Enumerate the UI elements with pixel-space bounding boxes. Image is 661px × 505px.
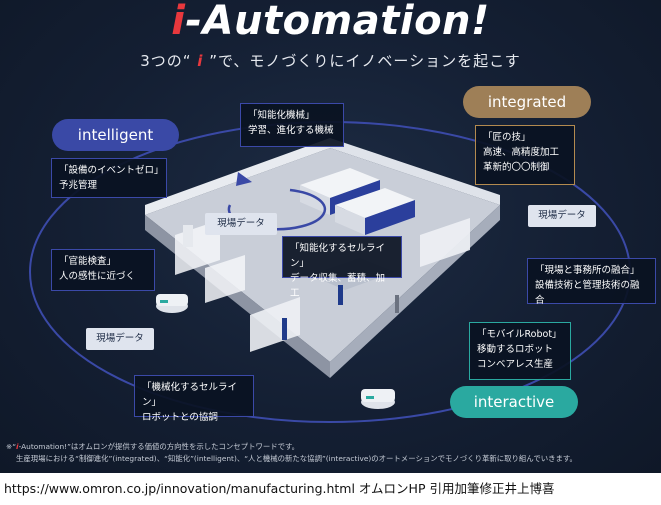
title-text: -Automation bbox=[185, 0, 472, 44]
processing-machines bbox=[300, 168, 415, 235]
footnote-text: -Automation!”はオムロンが提供する価値の方向性を示したコンセプトワー… bbox=[18, 442, 300, 451]
box-heading: 「知能化するセルライン」 bbox=[290, 243, 386, 269]
box-text: 高速、高精度加工 bbox=[483, 147, 560, 158]
box-text: データ収集、蓄積、加工 bbox=[290, 273, 386, 299]
footnote-prefix: ※“ bbox=[6, 442, 17, 451]
intelligent-label: intelligent bbox=[77, 126, 154, 144]
agv-robot-bottom bbox=[361, 389, 395, 409]
mobile-robot-box: 「モバイルRobot」 移動するロボット コンベアレス生産 bbox=[469, 322, 571, 380]
cell-line-intel-box: 「知能化するセルライン」 データ収集、蓄積、加工 bbox=[282, 236, 402, 299]
box-text: ロボットとの協調 bbox=[142, 412, 218, 423]
title-exclamation: ! bbox=[471, 0, 490, 44]
box-text: 人の感性に近づく bbox=[59, 271, 136, 282]
factory-illustration bbox=[29, 121, 631, 423]
source-caption: https://www.omron.co.jp/innovation/manuf… bbox=[0, 476, 661, 505]
footnote-line-1: ※“i-Automation!”はオムロンが提供する価値の方向性を示したコンセプ… bbox=[6, 441, 656, 453]
box-text: 革新的〇〇制御 bbox=[483, 162, 550, 173]
office-fusion-box: 「現場と事務所の融合」 設備技術と管理技術の融合 bbox=[527, 258, 656, 306]
site-data-label-right: 現場データ bbox=[528, 205, 596, 227]
box-heading: 「匠の技」 bbox=[483, 132, 531, 143]
subtitle-i-mark: i bbox=[197, 52, 204, 70]
main-title: i-Automation! bbox=[0, 0, 661, 44]
knowledge-machine-box: 「知能化機械」 学習、進化する機械 bbox=[240, 103, 344, 147]
site-data-label-left: 現場データ bbox=[86, 328, 154, 350]
arrow-head bbox=[236, 172, 252, 186]
back-wall-right bbox=[330, 138, 500, 205]
box-text: 設備技術と管理技術の融合 bbox=[535, 280, 640, 306]
box-heading: 「モバイルRobot」 bbox=[477, 329, 562, 340]
concept-poster: i-Automation! 3つの“ i ”で、モノづくりにイノベーションを起こ… bbox=[0, 0, 661, 473]
mechanized-cell-box: 「機械化するセルライン」 ロボットとの協調 bbox=[134, 375, 254, 423]
box-text: 予兆管理 bbox=[59, 180, 98, 191]
site-data-label-center: 現場データ bbox=[205, 213, 277, 235]
box-text: 学習、進化する機械 bbox=[248, 125, 334, 136]
title-i-mark: i bbox=[171, 0, 186, 44]
box-heading: 「現場と事務所の融合」 bbox=[535, 265, 640, 276]
footnote: ※“i-Automation!”はオムロンが提供する価値の方向性を示したコンセプ… bbox=[6, 441, 656, 465]
intelligent-pill: intelligent bbox=[52, 119, 179, 151]
zero-event-box: 「設備のイベントゼロ」 予兆管理 bbox=[51, 158, 167, 198]
box-heading: 「機械化するセルライン」 bbox=[142, 382, 238, 408]
box-heading: 「設備のイベントゼロ」 bbox=[59, 165, 164, 176]
integrated-pill: integrated bbox=[463, 86, 591, 118]
box-heading: 「官能検査」 bbox=[59, 256, 117, 267]
sensory-inspection-box: 「官能検査」 人の感性に近づく bbox=[51, 249, 155, 291]
interactive-pill: interactive bbox=[450, 386, 578, 418]
integrated-label: integrated bbox=[487, 93, 567, 111]
box-heading: 「知能化機械」 bbox=[248, 110, 315, 121]
subtitle-before: 3つの“ bbox=[140, 52, 198, 70]
craftsman-box: 「匠の技」 高速、高精度加工 革新的〇〇制御 bbox=[475, 125, 575, 185]
box-text: 移動するロボット bbox=[477, 344, 554, 355]
footnote-i-mark: i bbox=[16, 442, 19, 451]
footnote-line-2: 生産現場における“制御進化”(integrated)、“知能化”(intelli… bbox=[16, 454, 577, 463]
interactive-label: interactive bbox=[473, 393, 555, 411]
agv-robot-left bbox=[156, 294, 188, 313]
subtitle-after: ”で、モノづくりにイノベーションを起こす bbox=[203, 52, 521, 70]
box-text: コンベアレス生産 bbox=[477, 359, 554, 370]
subtitle: 3つの“ i ”で、モノづくりにイノベーションを起こす bbox=[0, 50, 661, 71]
